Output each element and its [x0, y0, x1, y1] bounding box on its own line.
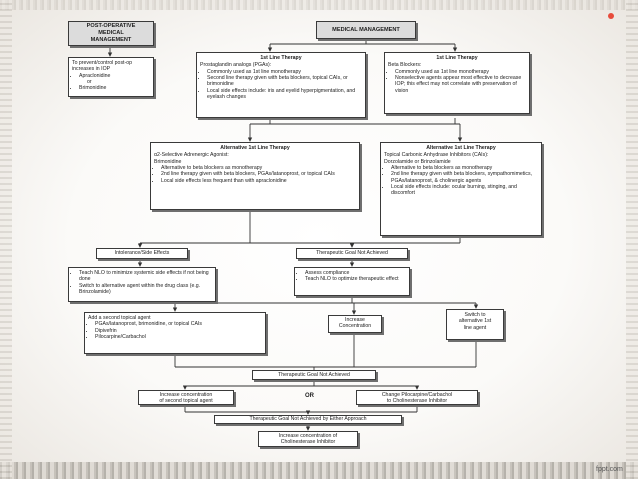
assess-list: Assess compliance Teach NLO to optimize …: [298, 270, 406, 283]
increase-concentration-box: Increase Concentration: [328, 315, 382, 333]
add-second-list: PGAs/latanoprost, brimonidine, or topica…: [88, 321, 262, 340]
post-op-intro: To prevent/control post-op increases in …: [72, 60, 132, 73]
first-line-beta-list: Commonly used as 1st line monotherapy No…: [388, 69, 526, 94]
list-item: Apraclonidine: [79, 73, 150, 79]
first-line-pga-list: Commonly used as 1st line monotherapy Se…: [200, 69, 362, 101]
list-item: or: [87, 79, 92, 86]
list-item: Local side effects include: iris and eye…: [207, 88, 362, 101]
list-item: Local side effects less frequent than wi…: [161, 178, 356, 184]
medical-management-header: MEDICAL MANAGEMENT: [316, 21, 416, 39]
grunge-border-bottom: [0, 462, 638, 479]
first-line-pga-box: 1st Line Therapy Prostaglandin analogs (…: [196, 52, 366, 118]
first-line-pga-intro: Prostaglandin analogs (PGAs):: [200, 62, 272, 69]
footer-brand: fppt.com: [596, 466, 623, 473]
accent-dot: [608, 13, 614, 19]
list-item: Alternative to beta blockers as monother…: [391, 165, 538, 171]
alt-cai-list: Alternative to beta blockers as monother…: [384, 165, 538, 197]
list-item: Teach NLO to optimize therapeutic effect: [305, 276, 406, 282]
grunge-border-left: [0, 0, 12, 479]
alt-alpha-intro: α2-Selective Adrenergic Agonist: Brimoni…: [154, 152, 229, 165]
list-item: Alternative to beta blockers as monother…: [161, 165, 356, 171]
first-line-beta-title: 1st Line Therapy: [436, 55, 478, 61]
goal-not-achieved-box: Therapeutic Goal Not Achieved: [296, 248, 408, 259]
alt-alpha-list: Alternative to beta blockers as monother…: [154, 165, 356, 184]
teach-switch-list: Teach NLO to minimize systemic side effe…: [72, 270, 212, 295]
list-item: Commonly used as 1st line monotherapy: [395, 69, 526, 75]
intolerance-box: Intolerance/Side Effects: [96, 248, 188, 259]
alt-alpha-title: Alternative 1st Line Therapy: [220, 145, 290, 151]
post-op-list: Apraclonidine or Brimonidine: [72, 73, 150, 92]
list-item: 2nd line therapy given with beta blocker…: [161, 171, 356, 177]
first-line-beta-box: 1st Line Therapy Beta Blockers: Commonly…: [384, 52, 530, 114]
list-item: Dipivefrin: [95, 328, 262, 334]
switch-alternative-box: Switch to alternative 1st line agent: [446, 309, 504, 340]
teach-switch-box: Teach NLO to minimize systemic side effe…: [68, 267, 216, 302]
post-op-box: To prevent/control post-op increases in …: [68, 57, 154, 97]
list-item: PGAs/latanoprost, brimonidine, or topica…: [95, 321, 262, 327]
list-item: Commonly used as 1st line monotherapy: [207, 69, 362, 75]
list-item: Assess compliance: [305, 270, 406, 276]
assess-compliance-box: Assess compliance Teach NLO to optimize …: [294, 267, 410, 296]
list-item: Second line therapy given with beta bloc…: [207, 75, 362, 88]
list-item: Brimonidine: [79, 85, 150, 91]
list-item: Local side effects include: ocular burni…: [391, 184, 538, 197]
grunge-border-top: [0, 0, 638, 10]
first-line-beta-intro: Beta Blockers:: [388, 62, 422, 69]
post-op-header: POST-OPERATIVE MEDICAL MANAGEMENT: [68, 21, 154, 46]
list-item: Pilocarpine/Carbachol: [95, 334, 262, 340]
alt-cai-title: Alternative 1st Line Therapy: [426, 145, 496, 151]
or-label: OR: [305, 393, 314, 399]
alt-cai-box: Alternative 1st Line Therapy Topical Car…: [380, 142, 542, 236]
list-item: 2nd line therapy given with beta blocker…: [391, 171, 538, 184]
first-line-pga-title: 1st Line Therapy: [260, 55, 302, 61]
alt-cai-intro: Topical Carbonic Anhydrase Inhibitors (C…: [384, 152, 489, 165]
goal-not-achieved-either-box: Therapeutic Goal Not Achieved by Either …: [214, 415, 402, 424]
add-second-agent-box: Add a second topical agent PGAs/latanopr…: [84, 312, 266, 354]
increase-second-agent-box: Increase concentration of second topical…: [138, 390, 234, 405]
add-second-intro: Add a second topical agent: [88, 315, 151, 321]
alt-alpha-agonist-box: Alternative 1st Line Therapy α2-Selectiv…: [150, 142, 360, 210]
list-item: Switch to alternative agent within the d…: [79, 283, 212, 296]
list-item: Nonselective agents appear most effectiv…: [395, 75, 526, 94]
change-pilocarpine-box: Change Pilocarpine/Carbachol to Cholines…: [356, 390, 478, 405]
list-item: Teach NLO to minimize systemic side effe…: [79, 270, 212, 283]
goal-not-achieved-2-box: Therapeutic Goal Not Achieved: [252, 370, 376, 380]
grunge-border-right: [626, 0, 638, 479]
increase-cholinesterase-box: Increase concentration of Cholinesterase…: [258, 431, 358, 447]
